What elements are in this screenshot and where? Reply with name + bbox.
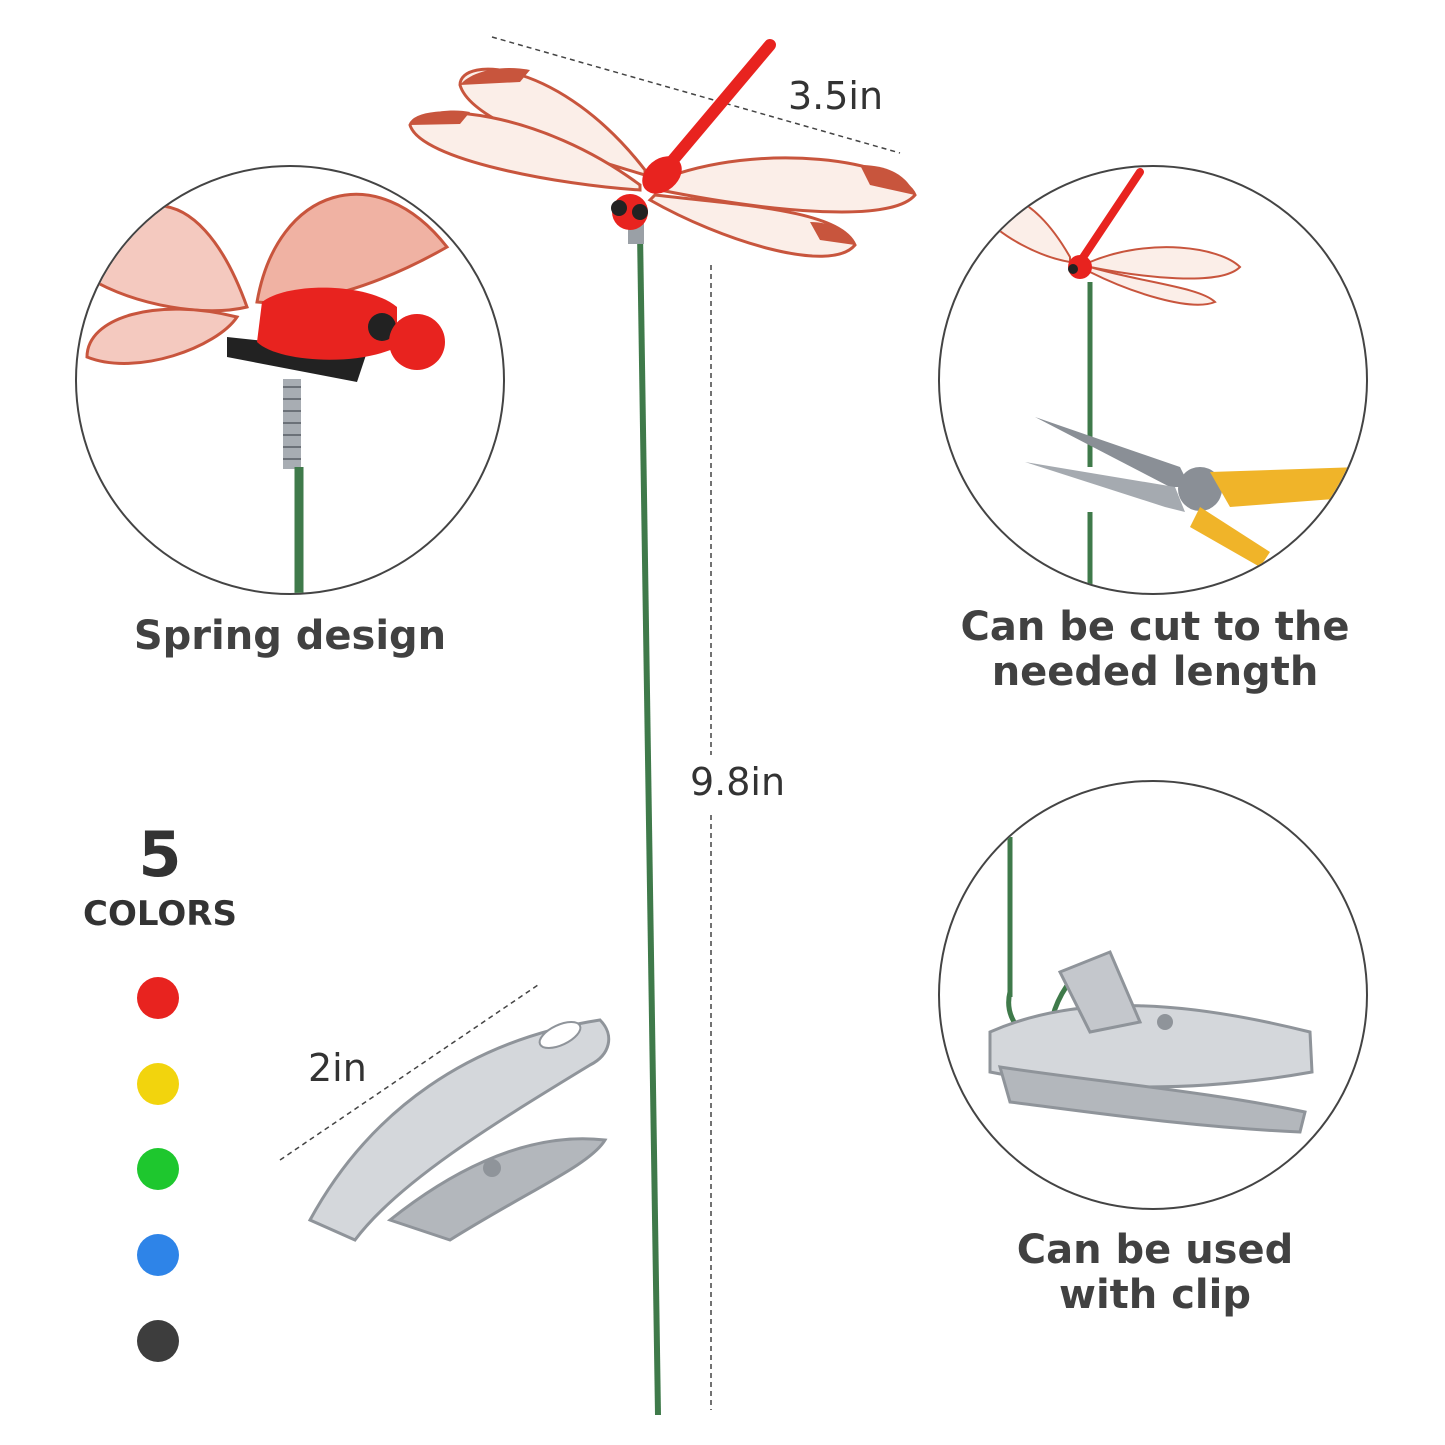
cut-detail-circle (938, 165, 1368, 595)
color-swatch-green (137, 1148, 179, 1190)
color-swatch-red (137, 977, 179, 1019)
spring-design-label: Spring design (133, 613, 447, 659)
pliers-icon (978, 168, 1360, 587)
stake-length-label: 9.8in (690, 760, 786, 804)
wingspan-label: 3.5in (788, 74, 884, 118)
wingspan-dimension-line (491, 36, 901, 154)
clip-icon (279, 984, 611, 1242)
color-swatch-blue (137, 1234, 179, 1276)
colors-label: COLORS (83, 894, 237, 934)
cut-label: Can be cut to the needed length (930, 605, 1380, 695)
clip-label-line2: with clip (1059, 1271, 1251, 1318)
cut-label-line1: Can be cut to the (960, 604, 1350, 650)
color-swatch-yellow (137, 1063, 179, 1105)
color-count: 5 (138, 818, 182, 891)
clip-detail-circle (938, 780, 1368, 1210)
color-swatch-black (137, 1320, 179, 1362)
stake (637, 231, 661, 1416)
spring-detail-circle (75, 165, 505, 595)
cut-label-line2: needed length (991, 648, 1319, 695)
spring-icon (85, 193, 450, 593)
clip-length-label: 2in (308, 1046, 367, 1090)
dragonfly-icon (408, 39, 917, 258)
clip-label-line1: Can be used (1016, 1227, 1294, 1273)
clip-label: Can be used with clip (960, 1228, 1350, 1318)
